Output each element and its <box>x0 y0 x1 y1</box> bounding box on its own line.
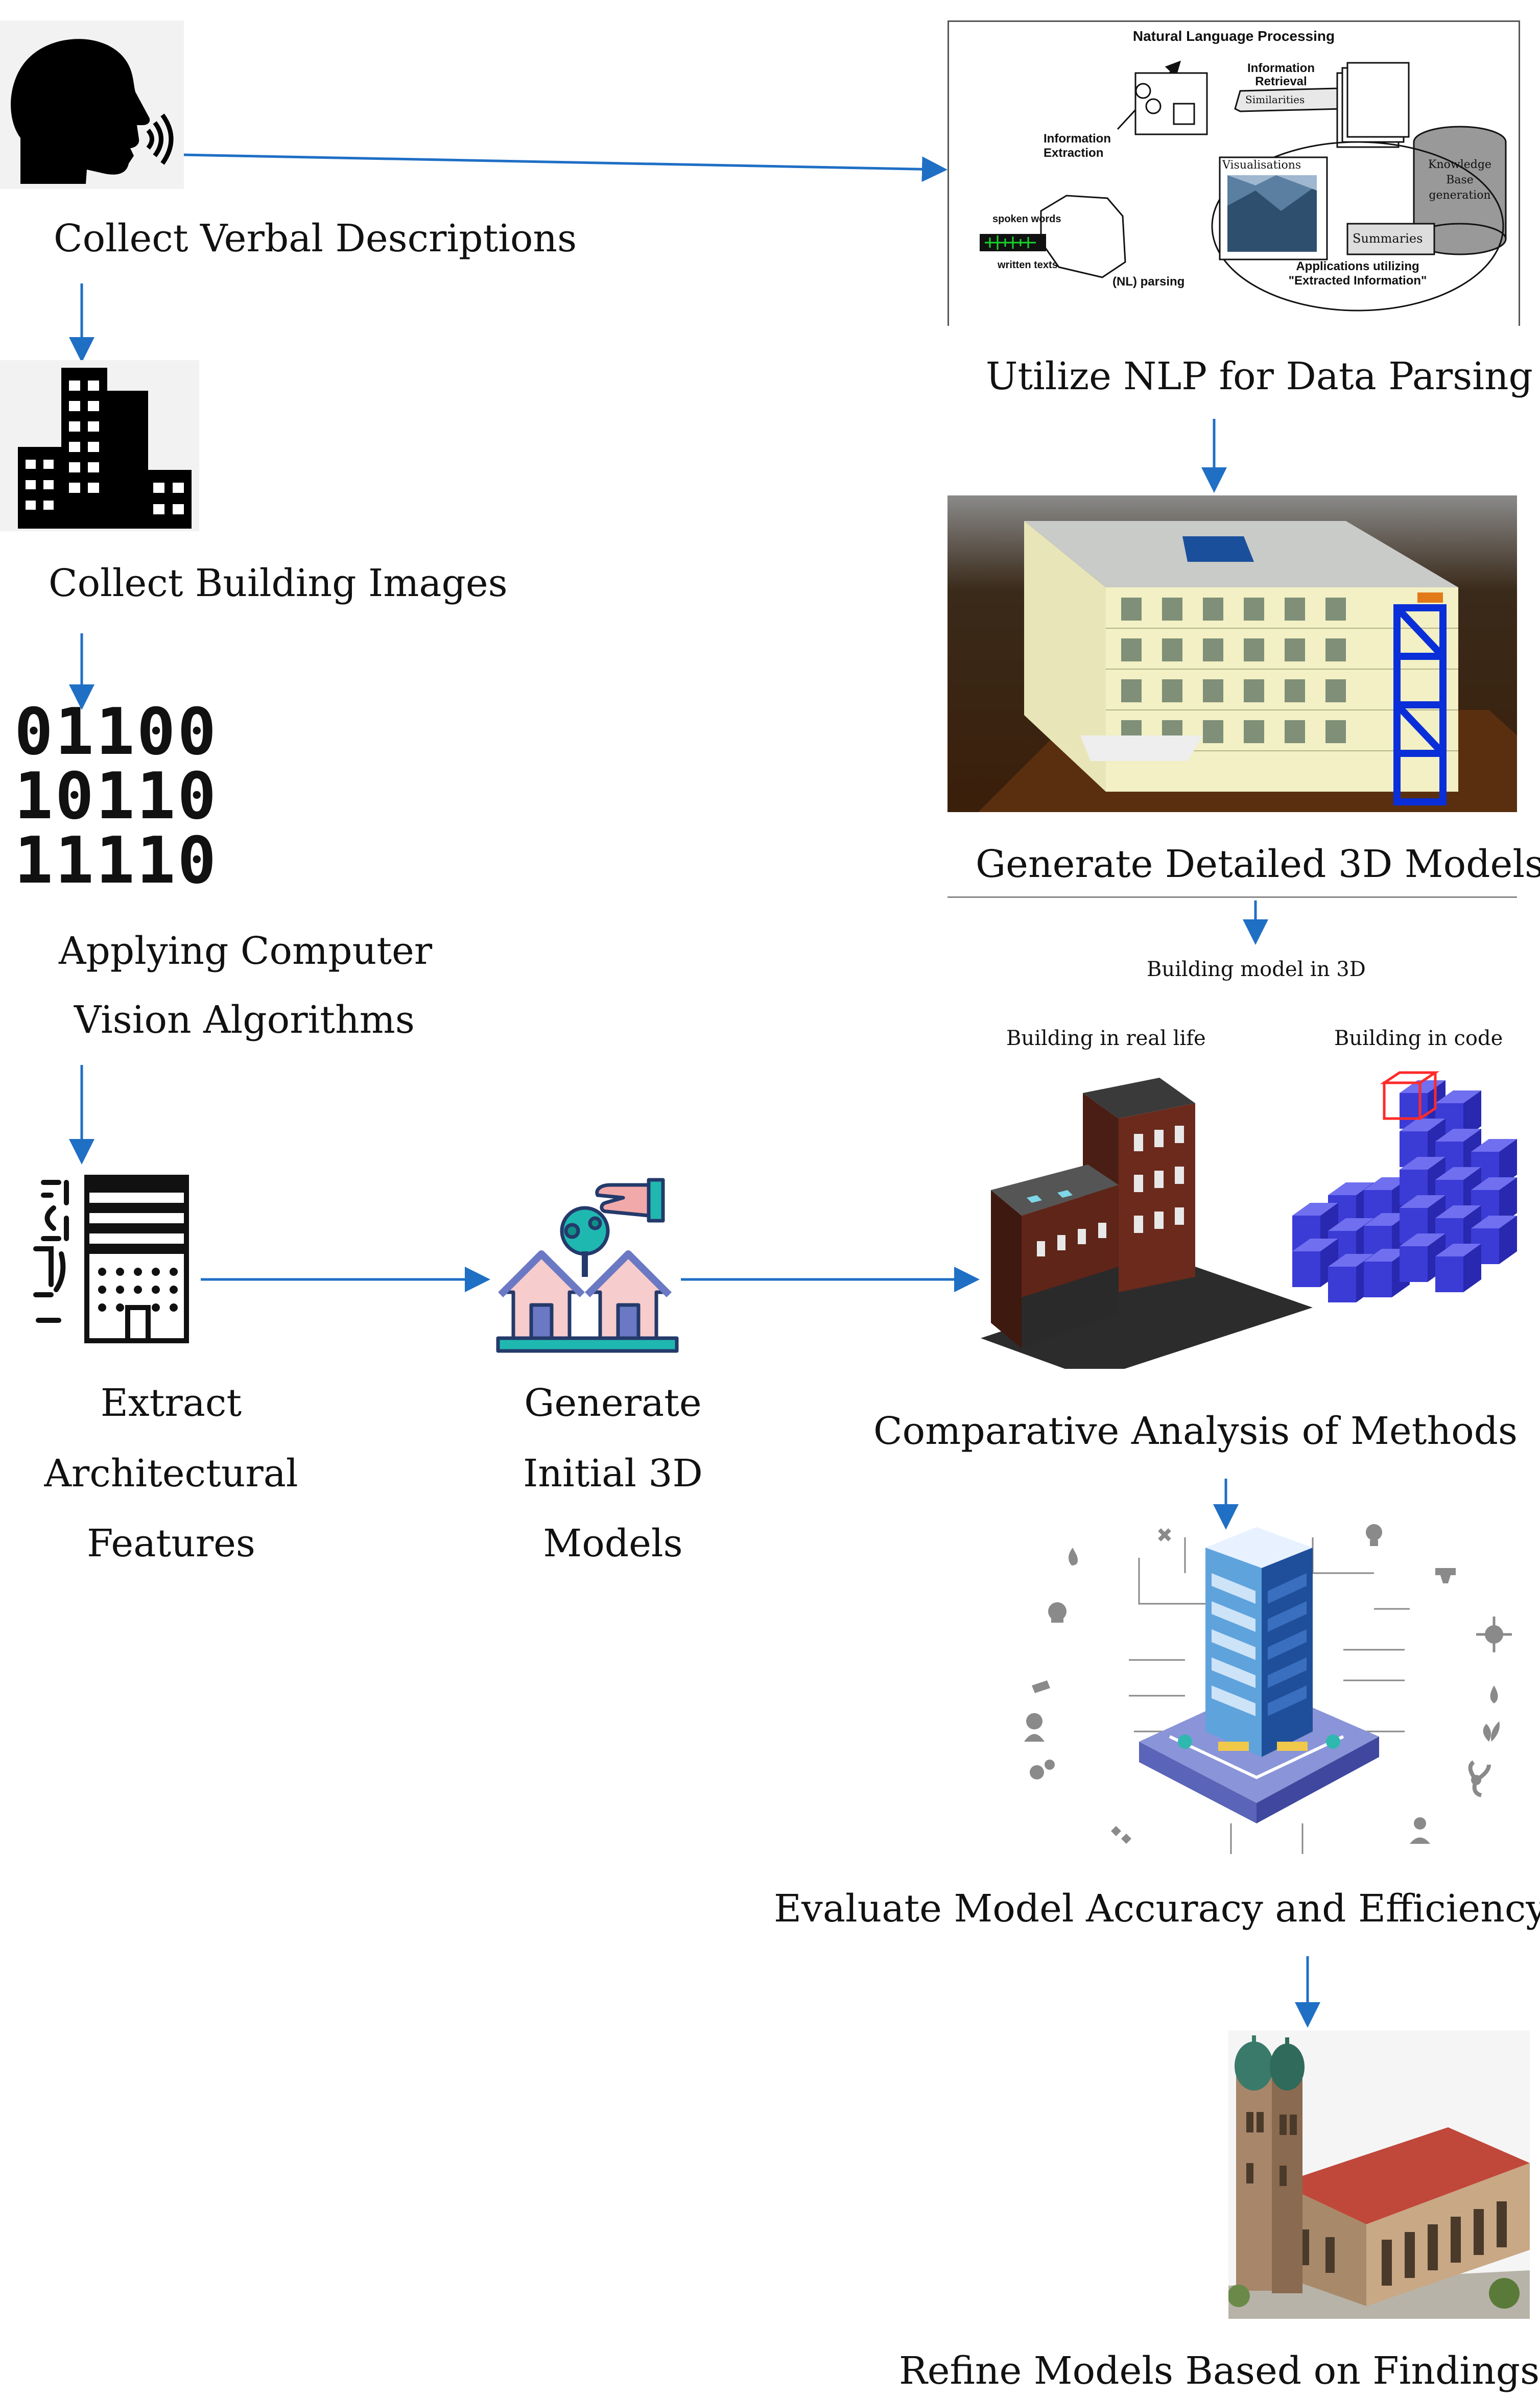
step-collect-images: Collect Building Images <box>49 561 508 605</box>
nlp-visualisations: Visualisations <box>1222 159 1301 172</box>
label-building-in-code: Building in code <box>1334 1027 1503 1050</box>
nlp-kb-2: Base <box>1446 174 1474 186</box>
cathedral-model-render <box>1228 2030 1530 2319</box>
nlp-written-texts: written texts <box>998 259 1058 271</box>
nlp-applications: Applications utilizing "Extracted Inform… <box>1263 259 1452 288</box>
nlp-info-retrieval-2: Retrieval <box>1255 75 1307 88</box>
building-in-code-render <box>1292 1071 1517 1302</box>
nlp-diagram-shapes <box>980 60 1507 312</box>
nlp-summaries: Summaries <box>1353 231 1423 246</box>
architecture-blueprint-icon <box>33 1175 189 1343</box>
nlp-diagram: Natural Language Processing Information … <box>947 20 1520 326</box>
step-refine: Refine Models Based on Findings <box>899 2349 1540 2393</box>
nlp-parsing: (NL) parsing <box>1112 275 1185 289</box>
nlp-apps-1: Applications utilizing <box>1296 259 1419 273</box>
divider-line <box>947 896 1517 898</box>
step-cv-line1: Applying Computer <box>59 929 433 973</box>
nlp-info-retrieval-1: Information <box>1247 61 1315 75</box>
building-real-life-render <box>981 1078 1313 1369</box>
houses-with-hand-icon <box>496 1178 679 1353</box>
nlp-similarities: Similarities <box>1245 93 1305 106</box>
speaking-head-icon <box>0 20 184 189</box>
nlp-knowledge-base: Knowledge Base generation <box>1414 157 1506 203</box>
label-building-real-life: Building in real life <box>1006 1027 1206 1050</box>
binary-row-2: 10110 <box>14 758 219 834</box>
step-initial-line2: Initial 3D <box>523 1452 703 1495</box>
binary-code-icon: 01100 10110 11110 <box>14 700 219 893</box>
nlp-title: Natural Language Processing <box>1132 28 1335 44</box>
buildings-icon <box>0 360 199 531</box>
binary-row-1: 01100 <box>14 694 219 769</box>
nlp-spoken-words: spoken words <box>992 213 1061 225</box>
nlp-kb-1: Knowledge <box>1428 158 1491 171</box>
nlp-info-extraction-1: Information <box>1044 132 1111 146</box>
step-initial-line1: Generate <box>524 1381 702 1425</box>
step-evaluate: Evaluate Model Accuracy and Efficiency <box>774 1887 1540 1931</box>
step-extract-line2: Architectural <box>44 1452 298 1495</box>
comparison-heading: Building model in 3D <box>1147 958 1366 981</box>
nlp-kb-3: generation <box>1429 189 1491 202</box>
step-extract-line3: Features <box>87 1522 255 1565</box>
step-extract-line1: Extract <box>100 1381 242 1425</box>
step-collect-verbal: Collect Verbal Descriptions <box>54 217 577 260</box>
nlp-info-retrieval: Information Retrieval <box>1240 62 1322 88</box>
arrow-verbal-to-nlp <box>181 153 947 182</box>
detailed-3d-model-render <box>947 495 1517 812</box>
smart-building-illustration <box>1024 1524 1512 1854</box>
step-cv-line2: Vision Algorithms <box>74 998 415 1042</box>
nlp-info-extraction-2: Extraction <box>1044 146 1104 160</box>
step-initial-line3: Models <box>543 1522 683 1565</box>
binary-row-3: 11110 <box>14 823 219 898</box>
nlp-info-extraction: Information Extraction <box>1044 132 1111 160</box>
step-comparative: Comparative Analysis of Methods <box>873 1409 1518 1453</box>
step-detailed: Generate Detailed 3D Models <box>976 842 1540 886</box>
step-nlp: Utilize NLP for Data Parsing <box>986 354 1533 398</box>
nlp-apps-2: "Extracted Information" <box>1288 274 1427 288</box>
